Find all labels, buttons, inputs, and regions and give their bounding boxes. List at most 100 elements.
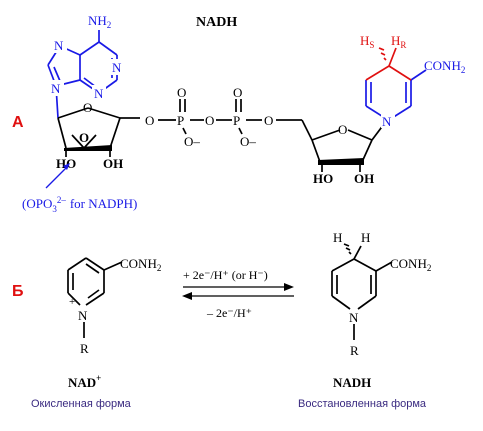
bond (182, 127, 187, 135)
hydrogen-s: HS (360, 33, 374, 50)
bridge-oxygen: O (79, 130, 89, 145)
bond (311, 129, 341, 141)
phosphorus-1-oxo: O (177, 85, 186, 100)
ribose-1 (57, 107, 140, 157)
atom-n7: N (54, 38, 64, 53)
nad-plus-labels: CONH2 N + R NAD+ (68, 256, 161, 390)
bond (67, 292, 81, 306)
hydroxyl-right-2: OH (354, 171, 374, 186)
carboxamide-a: CONH2 (424, 58, 465, 75)
figure-title: NADH (196, 15, 237, 30)
atom-n3: N (94, 86, 104, 101)
bond (347, 129, 373, 141)
bond (85, 257, 105, 271)
pyrophosphate-labels: O P O O– O P O O– O (145, 85, 273, 149)
hash-bond (348, 251, 352, 255)
wedge-bond (318, 158, 364, 165)
nadh-name: NADH (333, 375, 371, 390)
oxygen-link-2: O (264, 113, 273, 128)
label-mask (87, 10, 125, 28)
bond (79, 41, 100, 56)
hydroxyl-right: OH (103, 156, 123, 171)
label-mask (92, 85, 106, 101)
hash-bond (378, 47, 385, 51)
atom-n9: N (51, 81, 61, 96)
panel-a-label: А (12, 114, 24, 131)
bond-double (53, 66, 61, 82)
bond (331, 258, 355, 272)
bond (311, 139, 321, 163)
bond (238, 127, 243, 135)
oxygen-link-1: O (145, 113, 154, 128)
ribose-2-labels: O HO OH (313, 122, 374, 186)
forward-label: + 2e⁻/H⁺ (or H⁻) (183, 268, 268, 282)
bond (67, 257, 87, 271)
reverse-label: – 2e⁻/H⁺ (206, 306, 252, 320)
bond-bridge (71, 134, 85, 149)
nad-plus-ring (67, 257, 123, 338)
bond (388, 65, 412, 81)
annotation-arrow (45, 165, 69, 189)
bond (87, 107, 121, 119)
bond-h-right (353, 245, 362, 260)
bond (410, 69, 427, 81)
bond-double (87, 289, 100, 299)
bond-hr (388, 47, 397, 67)
bond (103, 261, 123, 271)
hydroxyl-left: HO (56, 156, 76, 171)
hydrogen-right: H (361, 230, 370, 245)
nicotinamide-ring (365, 69, 427, 119)
adenine-labels: NH2 N N N N (50, 10, 125, 101)
hash-bond (383, 57, 387, 61)
ring-oxygen: O (83, 100, 92, 115)
nadh-r: R (350, 343, 359, 358)
ring-oxygen-2: O (338, 122, 347, 137)
phosphorus-1-oxide: O– (184, 134, 200, 149)
panel-a: NADH А NH2 N (12, 10, 465, 214)
label-mask (53, 37, 67, 53)
equilibrium-arrows: + 2e⁻/H⁺ (or H⁻) – 2e⁻/H⁺ (182, 268, 294, 320)
reduced-form-caption: Восстановленная форма (298, 398, 427, 410)
reverse-arrowhead (182, 292, 192, 300)
nadph-annotation: (OPO32–for NADPH) (22, 163, 137, 214)
nadh-labels: H H CONH2 N R NADH (333, 230, 431, 390)
amino-label: NH2 (88, 13, 111, 30)
nicotinamide-labels: N HS HR CONH2 (360, 33, 465, 129)
forward-arrowhead (284, 283, 294, 291)
label-mask (50, 80, 64, 96)
atom-n1: N (112, 60, 122, 75)
nadh-n: N (349, 310, 359, 325)
bond (109, 117, 121, 149)
carboxamide-nad: CONH2 (120, 256, 161, 273)
phosphorus-2-oxide: O– (240, 134, 256, 149)
bond-double (85, 263, 100, 274)
arrowhead (63, 163, 70, 170)
carboxamide-nadh: CONH2 (390, 256, 431, 273)
nad-n: N (78, 308, 88, 323)
phosphorus-2-oxo: O (233, 85, 242, 100)
bond (331, 295, 351, 310)
nadh-ring (331, 243, 393, 340)
hydrogen-r: HR (391, 33, 406, 50)
bond (391, 105, 412, 119)
nad-r: R (80, 341, 89, 356)
bond (365, 65, 390, 81)
bond (85, 292, 105, 306)
hash-bond (343, 243, 350, 247)
nadph-note: (OPO32–for NADPH) (22, 195, 137, 214)
label-mask (111, 59, 123, 75)
hash-bond (345, 247, 351, 251)
ribose-1-labels: O O HO OH (56, 100, 123, 171)
wedge-bond (64, 145, 112, 151)
panel-b-label: Б (12, 283, 24, 300)
nad-plus-name: NAD+ (68, 373, 101, 390)
panel-b: Б CONH2 N + R NAD+ Окисленная форма + 2e… (12, 230, 431, 410)
positive-charge: + (69, 296, 75, 308)
hash-bond (380, 52, 386, 56)
bond (57, 117, 67, 149)
oxygen-bridge: O (205, 113, 214, 128)
bond-bridge (83, 134, 97, 149)
phosphorus-1: P (177, 113, 184, 128)
phosphorus-2: P (233, 113, 240, 128)
